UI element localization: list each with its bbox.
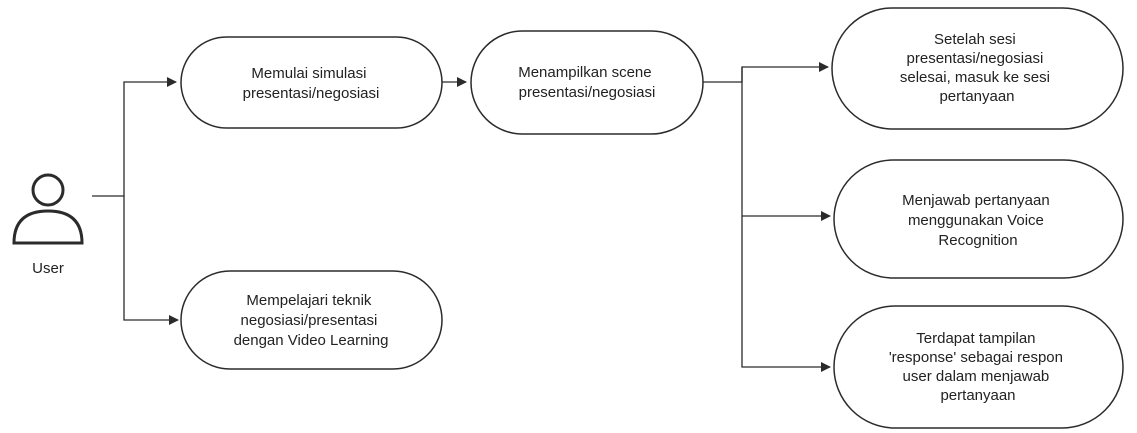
node-video-learning: Mempelajari teknik negosiasi/presentasi … xyxy=(180,270,443,370)
node-response-view-line-4: pertanyaan xyxy=(940,387,1015,404)
node-question-session-line-3: selesai, masuk ke sesi xyxy=(900,69,1050,86)
svg-text:Terdapat tampilan 'respo: Terdapat tampilan 'response' sebagai res… xyxy=(889,330,1067,404)
user-icon xyxy=(12,173,84,245)
node-video-learning-line-2: negosiasi/presentasi xyxy=(241,312,378,329)
actor-trunk-line xyxy=(92,77,177,197)
svg-text:Memulai simulasi present: Memulai simulasi presentasi/negosiasi xyxy=(243,65,380,102)
node-question-session-line-4: pertanyaan xyxy=(939,88,1014,105)
svg-text:Menjawab pertanyaan meng: Menjawab pertanyaan menggunakan Voice Re… xyxy=(902,192,1054,249)
node-response-view: Terdapat tampilan 'response' sebagai res… xyxy=(833,305,1124,429)
node-show-scene: Menampilkan scene presentasi/negosiasi xyxy=(470,30,704,135)
scene-to-response-line xyxy=(741,216,831,372)
actor-to-video-line xyxy=(123,196,179,325)
scene-branch-line xyxy=(703,62,829,83)
node-start-simulation: Memulai simulasi presentasi/negosiasi xyxy=(180,36,443,129)
node-voice-recognition-line-1: Menjawab pertanyaan xyxy=(902,192,1050,209)
actor-label: User xyxy=(32,260,64,277)
node-video-learning-line-3: dengan Video Learning xyxy=(234,332,389,349)
node-response-view-line-1: Terdapat tampilan xyxy=(916,330,1035,347)
svg-text:Setelah sesi presentasi/: Setelah sesi presentasi/negosiasi selesa… xyxy=(900,31,1054,105)
node-response-view-line-3: user dalam menjawab xyxy=(903,368,1050,385)
node-start-simulation-line-2: presentasi/negosiasi xyxy=(243,85,380,102)
scene-to-voice-line xyxy=(741,67,831,221)
node-voice-recognition-line-3: Recognition xyxy=(938,232,1017,249)
node-question-session-line-1: Setelah sesi xyxy=(934,31,1016,48)
node-question-session-line-2: presentasi/negosiasi xyxy=(907,50,1044,67)
node-video-learning-line-1: Mempelajari teknik xyxy=(246,292,372,309)
svg-text:Menampilkan scene presen: Menampilkan scene presentasi/negosiasi xyxy=(518,64,656,101)
svg-text:Mempelajari teknik negos: Mempelajari teknik negosiasi/presentasi … xyxy=(234,292,389,349)
node-show-scene-line-2: presentasi/negosiasi xyxy=(519,84,656,101)
node-start-simulation-line-1: Memulai simulasi xyxy=(251,65,366,82)
connectors xyxy=(92,62,831,372)
node-voice-recognition-line-2: menggunakan Voice xyxy=(908,212,1044,229)
node-question-session: Setelah sesi presentasi/negosiasi selesa… xyxy=(831,7,1124,130)
user-actor: User xyxy=(12,173,84,277)
node-show-scene-line-1: Menampilkan scene xyxy=(518,64,651,81)
node-response-view-line-2: 'response' sebagai respon xyxy=(889,349,1063,366)
node-voice-recognition: Menjawab pertanyaan menggunakan Voice Re… xyxy=(833,159,1124,279)
